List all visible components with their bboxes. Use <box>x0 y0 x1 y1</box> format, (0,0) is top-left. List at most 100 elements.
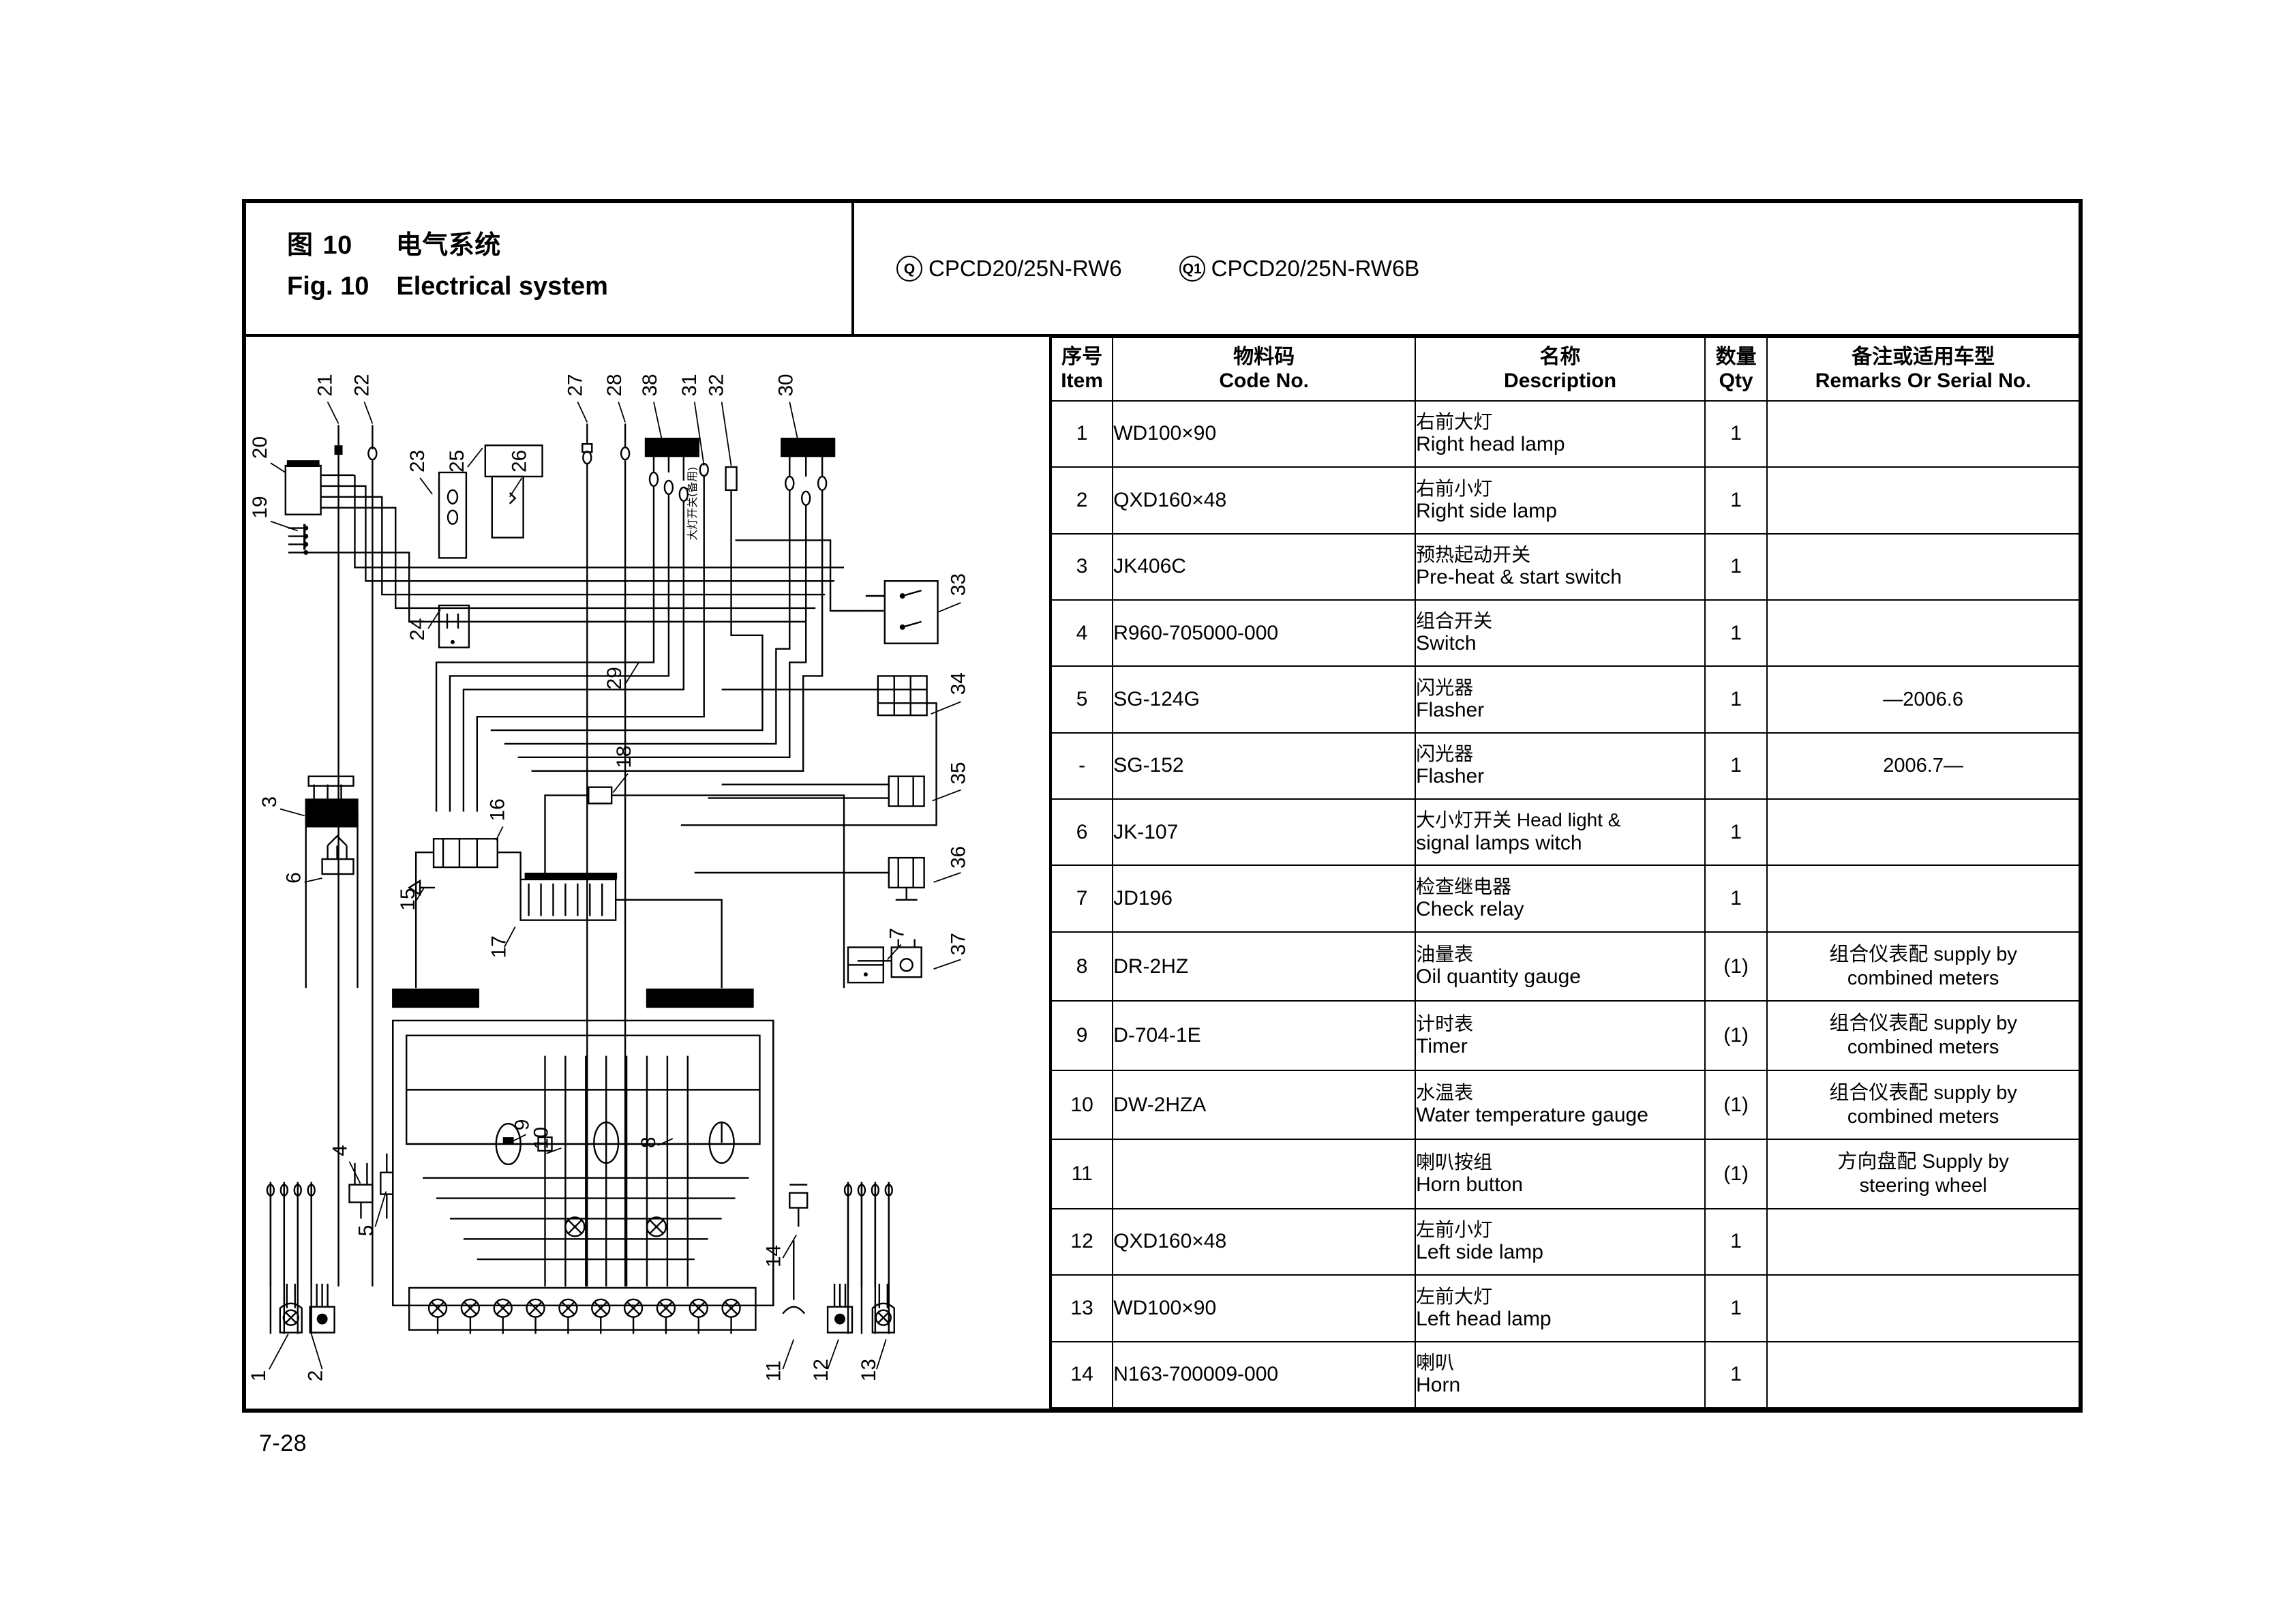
callout-32: 32 <box>706 374 732 466</box>
col-header-code: 物料码 Code No. <box>1112 337 1417 402</box>
cell-remarks-en: 2006.7— <box>1883 754 1963 777</box>
table-row: 3 JK406C 预热起动开关 Pre-heat & start switch … <box>1052 532 2079 601</box>
col-header-qty-cn: 数量 <box>1715 346 1757 368</box>
relay-24 <box>438 604 470 648</box>
table-row: 1 WD100×90 右前大灯 Right head lamp 1 <box>1052 400 2079 468</box>
col-header-item: 序号 Item <box>1052 337 1114 402</box>
svg-text:34: 34 <box>947 672 969 695</box>
connector-block-right-bottom <box>646 988 754 1008</box>
cell-description-en: Right side lamp <box>1416 499 1557 522</box>
table-row: 4 R960-705000-000 组合开关 Switch 1 <box>1052 599 2079 667</box>
fuse-32 <box>725 466 738 492</box>
component-7 <box>847 946 885 984</box>
left-terminal-strip <box>266 1182 316 1287</box>
svg-text:8: 8 <box>637 1137 660 1148</box>
cell-code: JK-107 <box>1112 798 1417 867</box>
svg-text:20: 20 <box>249 436 271 459</box>
callout-18: 18 <box>612 746 635 794</box>
callout-24: 24 <box>406 609 441 641</box>
cell-description-cn: 喇叭 <box>1416 1351 1455 1373</box>
bullet-connector-22 <box>367 425 378 461</box>
cell-description-en: Horn <box>1416 1374 1461 1397</box>
lamp-indicator-left <box>564 1216 586 1237</box>
cell-description-cn: 闪光器 <box>1416 676 1474 698</box>
relay-25-26 <box>484 444 543 539</box>
cell-qty: 1 <box>1704 864 1768 933</box>
cell-qty: 1 <box>1704 1274 1768 1342</box>
cell-remarks <box>1766 400 2079 468</box>
svg-text:27: 27 <box>564 374 586 396</box>
cell-description-en: Left head lamp <box>1416 1307 1552 1330</box>
model-variant-q: Q CPCD20/25N-RW6 <box>896 256 1122 282</box>
cell-qty: (1) <box>1704 1069 1768 1141</box>
cell-description: 左前大灯 Left head lamp <box>1415 1274 1706 1342</box>
cell-remarks-en: combined meters <box>1847 967 1999 989</box>
cell-remarks <box>1766 599 2079 667</box>
svg-text:25: 25 <box>446 450 468 472</box>
svg-text:16: 16 <box>487 798 509 821</box>
svg-text:13: 13 <box>858 1359 880 1381</box>
component-4 <box>348 1162 374 1219</box>
cell-code: DW-2HZA <box>1112 1069 1417 1141</box>
callout-2: 2 <box>305 1334 327 1381</box>
col-header-code-cn: 物料码 <box>1233 346 1295 368</box>
svg-text:21: 21 <box>314 374 337 396</box>
callout-21: 21 <box>314 374 339 424</box>
cell-description: 闪光器 Flasher <box>1415 732 1706 800</box>
table-row: 10 DW-2HZA 水温表 Water temperature gauge (… <box>1052 1069 2079 1141</box>
svg-text:1: 1 <box>247 1370 270 1382</box>
cell-remarks-en: —2006.6 <box>1883 688 1963 710</box>
cell-item: 3 <box>1052 532 1114 601</box>
cell-description-en: Timer <box>1416 1034 1468 1057</box>
cell-description: 右前小灯 Right side lamp <box>1415 466 1706 535</box>
parts-table-header-row: 序号 Item 物料码 Code No. 名称 <box>1052 337 2079 402</box>
cell-description: 计时表 Timer <box>1415 1000 1706 1071</box>
callout-28: 28 <box>603 374 626 423</box>
relay-33 <box>865 580 939 644</box>
cell-description-cn: 左前大灯 <box>1416 1285 1493 1307</box>
cell-description: 大小灯开关 Head light & signal lamps witch <box>1415 798 1706 867</box>
cell-code: QXD160×48 <box>1112 466 1417 535</box>
cell-code: SG-152 <box>1112 732 1417 800</box>
horn-14 <box>789 1184 809 1227</box>
col-header-description-en: Description <box>1504 370 1617 393</box>
parts-table-pane: 序号 Item 物料码 Code No. 名称 <box>1052 337 2079 1409</box>
svg-text:31: 31 <box>678 374 701 396</box>
cell-description: 喇叭按组 Horn button <box>1415 1139 1706 1209</box>
svg-text:10: 10 <box>530 1127 552 1149</box>
cell-code: D-704-1E <box>1112 1000 1417 1071</box>
svg-text:26: 26 <box>509 450 531 472</box>
cell-remarks: 组合仪表配 supply by combined meters <box>1766 1000 2079 1071</box>
col-header-item-cn: 序号 <box>1061 346 1103 368</box>
switch-37 <box>890 939 922 978</box>
callout-6: 6 <box>283 872 322 884</box>
lamp-12 <box>826 1283 854 1334</box>
cell-description: 检查继电器 Check relay <box>1415 864 1706 933</box>
cell-item: 13 <box>1052 1274 1114 1342</box>
harness-wires <box>269 460 937 1334</box>
model-badge-q-icon: Q <box>896 256 922 282</box>
bottom-lamp-strip <box>408 1287 757 1331</box>
table-row: 5 SG-124G 闪光器 Flasher 1 —2006.6 <box>1052 665 2079 734</box>
cell-item: 11 <box>1052 1139 1114 1209</box>
svg-text:7: 7 <box>886 928 909 939</box>
cell-remarks: 方向盘配 Supply by steering wheel <box>1766 1139 2079 1209</box>
cell-description: 油量表 Oil quantity gauge <box>1415 931 1706 1002</box>
svg-text:32: 32 <box>706 374 728 396</box>
cell-remarks <box>1766 466 2079 535</box>
cell-remarks <box>1766 1274 2079 1342</box>
model-badge-q1-icon: Q1 <box>1179 256 1205 282</box>
callout-27: 27 <box>564 374 588 423</box>
cell-code: WD100×90 <box>1112 400 1417 468</box>
svg-text:19: 19 <box>249 496 271 518</box>
svg-text:23: 23 <box>406 450 429 472</box>
bullet-connector-21 <box>334 425 343 470</box>
cell-item: 7 <box>1052 864 1114 933</box>
cell-item: 1 <box>1052 400 1114 468</box>
figure-label-en: Fig. <box>287 272 333 301</box>
cell-remarks-en: steering wheel <box>1859 1175 1987 1197</box>
cell-description-cn: 油量表 <box>1416 944 1474 965</box>
callout-33: 33 <box>937 573 969 613</box>
